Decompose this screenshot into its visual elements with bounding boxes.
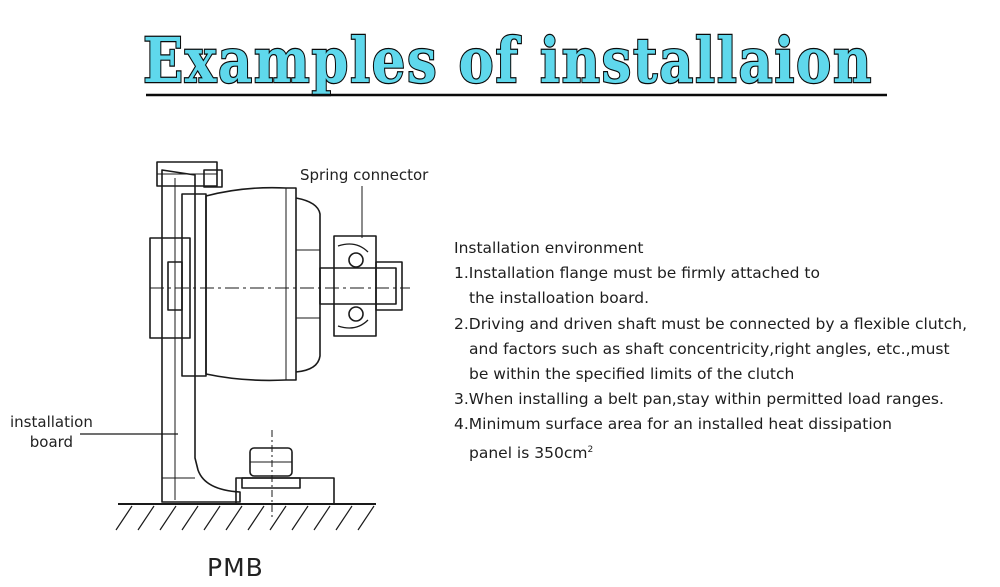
- title-banner: Examples of installaion: [0, 0, 1000, 110]
- note-item-1-cont: the installoation board.: [469, 289, 650, 308]
- note-item-4-cont: panel is 350cm2: [454, 438, 967, 466]
- note-item-4-superscript: 2: [587, 444, 594, 455]
- flange: [181, 193, 207, 377]
- note-item-2: 2.Driving and driven shaft must be conne…: [454, 314, 967, 333]
- notes-heading: Installation environment: [454, 239, 644, 257]
- installation-board: [161, 169, 241, 503]
- note-item-2-cont: and factors such as shaft concentricity,…: [469, 339, 950, 358]
- note-item-1: 1.Installation flange must be firmly att…: [454, 264, 820, 283]
- shaft: [319, 267, 397, 305]
- board-label-line2: board: [29, 433, 74, 451]
- diagram-caption: PMB: [207, 553, 264, 582]
- installation-notes: Installation environment 1.Installation …: [454, 236, 967, 466]
- page-title: Examples of installaion: [143, 24, 873, 97]
- title-graphic: Examples of installaion: [142, 23, 887, 98]
- spring-connector-label: Spring connector: [300, 166, 429, 184]
- installation-board-label: installation board: [10, 412, 93, 452]
- note-item-4-text: panel is 350cm: [469, 443, 588, 462]
- note-item-2-cont2: be within the specified limits of the cl…: [469, 365, 795, 384]
- clutch-body: [205, 186, 297, 382]
- board-label-line1: installation: [10, 413, 93, 431]
- note-item-3: 3.When installing a belt pan,stay within…: [454, 390, 944, 409]
- note-item-4: 4.Minimum surface area for an installed …: [454, 415, 892, 434]
- spring-connector: [333, 235, 377, 337]
- ground-hatching: [115, 505, 375, 531]
